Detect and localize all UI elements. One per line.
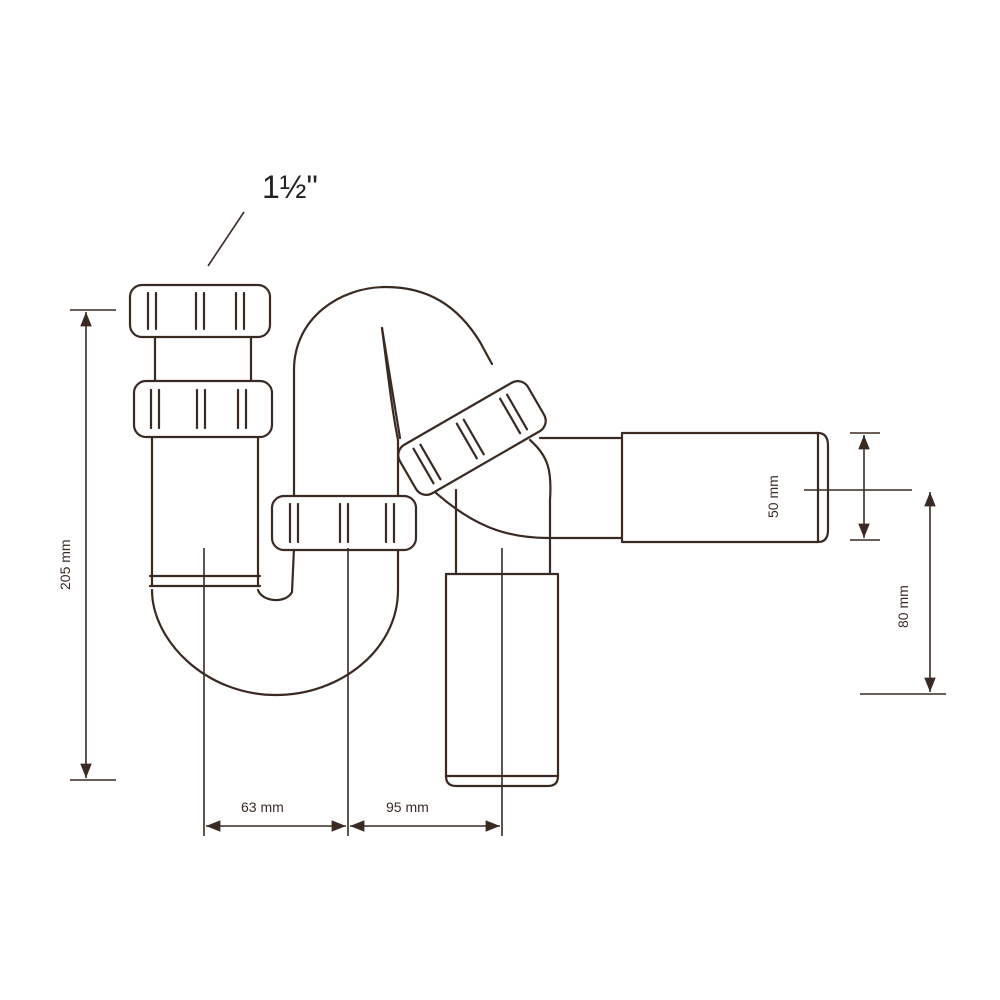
dimension-label-height: 205 mm	[57, 539, 73, 590]
center-lines	[203, 548, 503, 836]
inlet-tailpiece	[128, 283, 274, 588]
size-leader-line	[207, 211, 245, 267]
dimension-label-63: 63 mm	[241, 799, 284, 815]
tee-outlet-body	[397, 380, 830, 788]
dimension-height-205: 205 mm	[57, 309, 116, 781]
dimension-diameter-50: 50 mm	[765, 432, 912, 541]
dimension-height-80: 80 mm	[860, 492, 946, 695]
dimension-label-50: 50 mm	[765, 475, 781, 518]
inverted-bend	[270, 285, 494, 552]
dimension-label-80: 80 mm	[895, 585, 911, 628]
u-bend-trap	[150, 546, 400, 697]
dimension-label-95: 95 mm	[386, 799, 429, 815]
pipe-size-label: 1½"	[262, 169, 318, 205]
dimension-offset-63: 63 mm	[206, 799, 346, 832]
dimension-offset-95: 95 mm	[350, 799, 500, 832]
